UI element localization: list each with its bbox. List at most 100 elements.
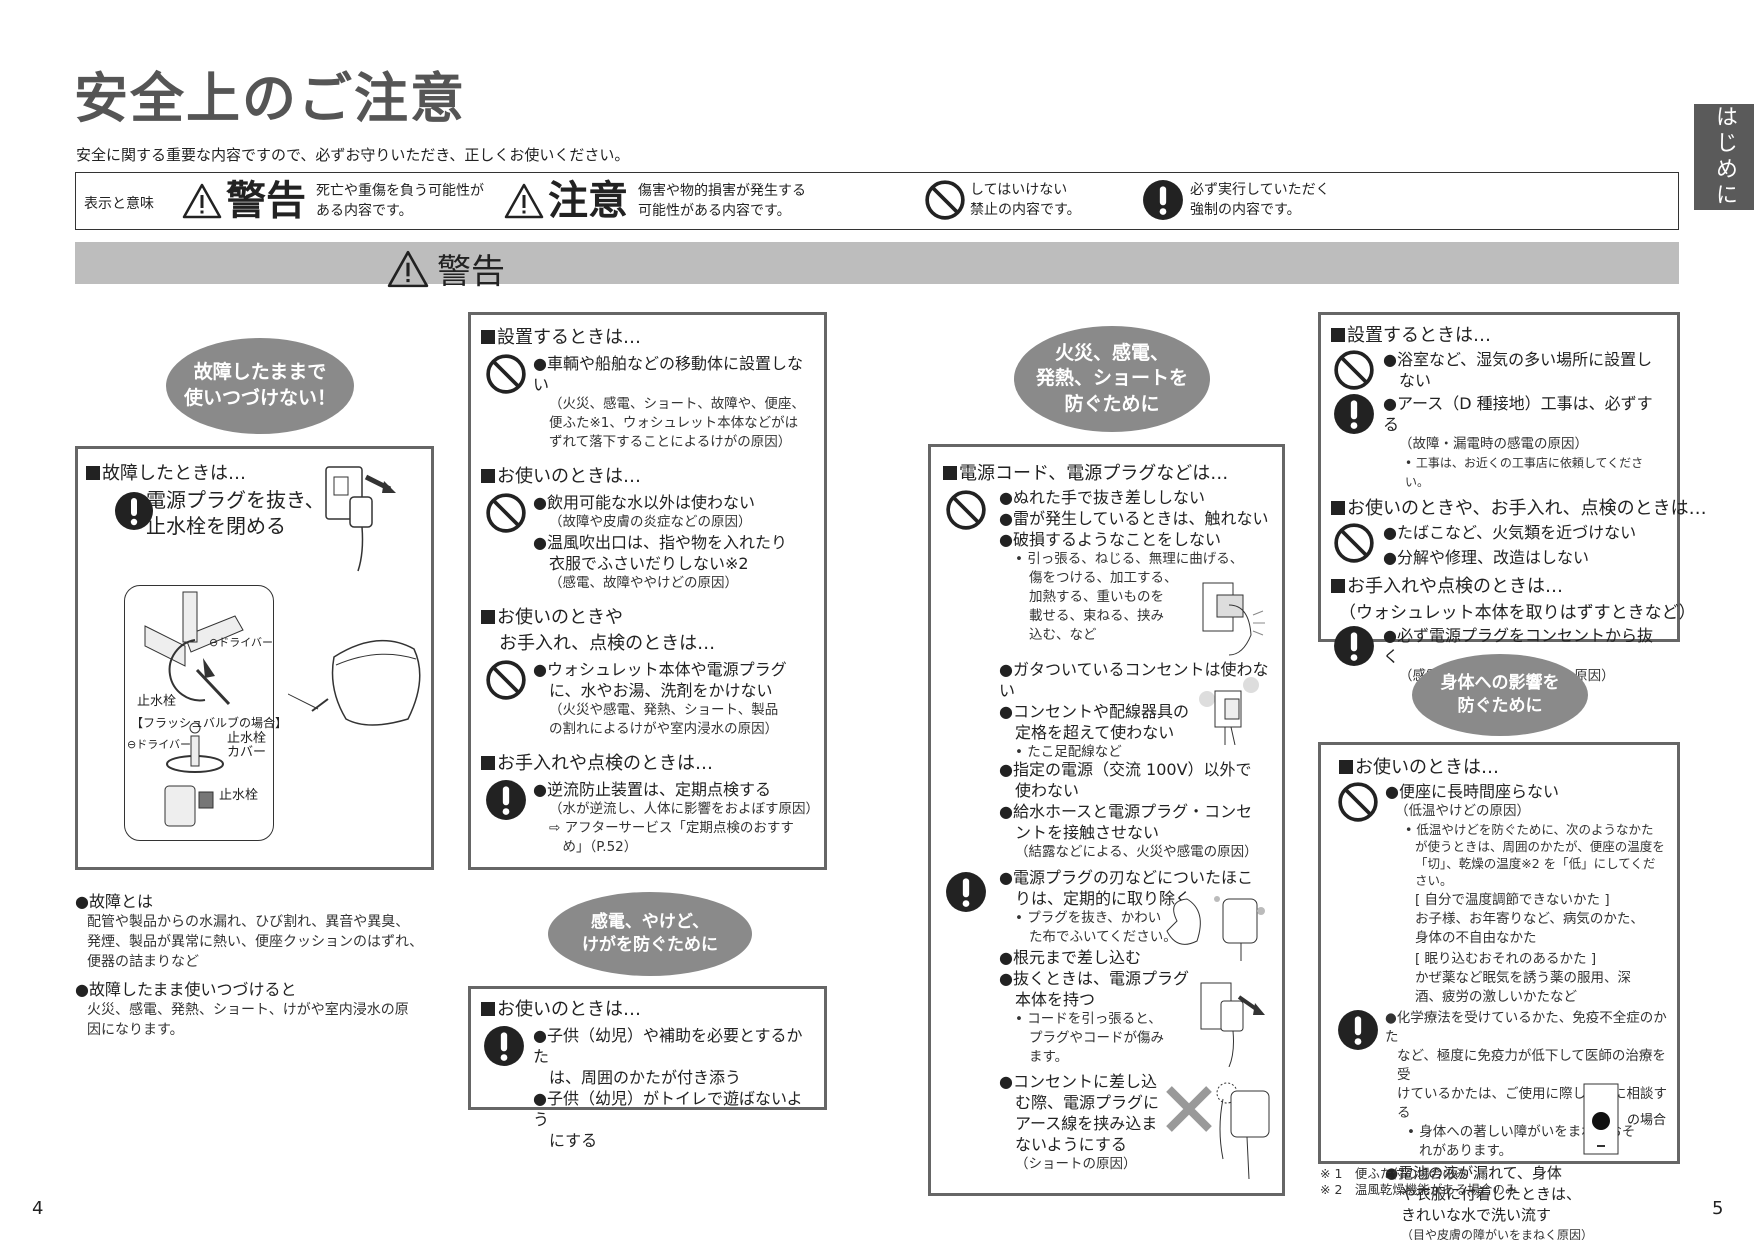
item-sub: • 工事は、お近くの工事店に依頼してください。 [1405, 456, 1644, 489]
item-sub: 身体の不自由なかた [1415, 930, 1537, 946]
item-sub: 載せる、束ねる、挟み [1029, 608, 1164, 624]
side-tab[interactable]: はじめに [1694, 104, 1754, 210]
oval-line: 身体への影響を [1440, 673, 1560, 694]
item-sub: • プラグを抜き、かわい [1015, 910, 1162, 926]
label-valve: 止水栓 [137, 694, 177, 709]
panel-body-usage: お使いのときは… ●便座に長時間座らない （低温やけどの原因） • 低温やけどを… [1318, 742, 1680, 1240]
warning-band: 警告 [75, 242, 1679, 292]
legend-warning-desc1: 死亡や重傷を負う可能性が [316, 183, 484, 199]
instruction-line: 止水栓を閉める [146, 514, 286, 538]
mandatory-icon [481, 779, 533, 857]
label-valve: 止水栓 [219, 788, 259, 803]
oval-body-effects: 身体への影響を防ぐために [1412, 654, 1588, 736]
footnotes: ※ 1 便ふた付の場合のみ ※ 2 温風乾燥機能がある場合のみ [1320, 1166, 1517, 1198]
item-sub: ずれて落下することによるけがの原因） [549, 434, 792, 450]
item-sub: かぜ薬など眠気を誘う薬の服用、深 [1415, 970, 1631, 986]
unplug-illustration [1199, 977, 1269, 1067]
item-text: ●コンセントに差し込 [999, 1072, 1157, 1091]
item-text: ●ぬれた手で抜き差ししない [999, 488, 1205, 507]
item-text: きれいな水で洗い流す [1401, 1206, 1552, 1224]
section-heading: お使いのときや、お手入れ、点検のときは… [1331, 494, 1707, 520]
item-sub: [ 眠り込むおそれのあるかた ] [1415, 951, 1597, 967]
legend-caution: 注意 傷害や物的損害が発生する可能性がある内容です。 [504, 179, 806, 223]
prohibited-icon [945, 489, 987, 531]
warning-band-label: 警告 [437, 252, 505, 292]
item-text: ●電池の液が漏れて、身体 [1385, 1164, 1562, 1182]
item-sub: （火災、感電、ショート、故障や、便座、 [549, 396, 805, 412]
item-sub: （故障・漏電時の感電の原因） [1399, 436, 1588, 452]
footnote: ※ 1 便ふた付の場合のみ [1320, 1166, 1468, 1181]
instruction-line: 電源プラグを抜き、 [146, 488, 325, 512]
item-text: ●子供（幼児）がトイレで遊ばないよう [533, 1089, 803, 1129]
note-title: ●故障したまま使いつづけると [75, 980, 297, 999]
item-text: ●温風吹出口は、指や物を入れたり [533, 533, 787, 552]
mandatory-icon [1142, 179, 1184, 221]
section-heading: 設置するときは… [1331, 321, 1667, 347]
page-number-left: 4 [32, 1198, 44, 1219]
oval-line: 故障したままで [193, 361, 327, 384]
item-sub: め」（P.52） [549, 839, 638, 855]
panel-installation-maintenance: 設置するときは… ●浴室など、湿気の多い場所に設置し ない ●アース（D 種接地… [1318, 312, 1707, 684]
legend-prohibited-desc2: 禁止の内容です。 [970, 202, 1081, 218]
prohibited-icon [1331, 522, 1383, 568]
oval-malfunction: 故障したままで使いつづけない！ [166, 338, 354, 434]
item-sub: • 引っ張る、ねじる、無理に曲げる、 [1015, 551, 1244, 567]
item-sub: （故障や皮膚の炎症などの原因） [549, 514, 752, 530]
item-text: ●必ず電源プラグをコンセントから抜く [1383, 626, 1653, 666]
item-text: は、周囲のかたが付き添う [549, 1068, 742, 1087]
pull-cord-illustration [1199, 575, 1269, 659]
section-heading: お使いのときは… [481, 995, 814, 1021]
item-text: ないようにする [1015, 1135, 1127, 1154]
valve-illustration: ⊖ドライバー 止水栓 【フラッシュバルブの場合】 ⊖ドライバー 止水栓カバー 止… [124, 585, 287, 841]
item-sub: • 身体への著しい障がいをまねくおそ [1407, 1124, 1636, 1140]
item-text: ない [1399, 371, 1432, 390]
label-flush-case: 【フラッシュバルブの場合】 [131, 716, 288, 730]
item-sub: （結露などによる、火災や感電の原因） [1015, 844, 1258, 860]
item-text: ●車輌や船舶などの移動体に設置しない [533, 354, 803, 394]
item-text: や衣服に付着したときは、 [1401, 1185, 1582, 1203]
item-text: アース線を挟み込ま [1015, 1114, 1158, 1133]
oval-line: 防ぐために [1457, 696, 1543, 716]
item-sub: （低温やけどの原因） [1395, 803, 1530, 819]
legend-warning: 警告 死亡や重傷を負う可能性がある内容です。 [182, 179, 484, 223]
item-text: ●便座に長時間座らない [1385, 782, 1559, 801]
item-text: ントを接触させない [1015, 823, 1160, 842]
mandatory-icon [481, 1025, 533, 1151]
oval-electric-shock: 感電、やけど、けがを防ぐために [548, 892, 752, 976]
section-heading: 故障したときは… [86, 459, 246, 485]
label-driver: ⊖ドライバー [209, 636, 273, 649]
aftercare-link[interactable]: ⇨ アフターサービス「定期点検のおすす [549, 820, 794, 836]
item-text: けているかたは、ご使用に際し医師に相談する [1397, 1086, 1667, 1121]
item-sub: （水が逆流し、人体に影響をおよぼす原因） [549, 801, 819, 817]
warning-triangle-icon [387, 250, 429, 288]
plug-dust-illustration [1147, 891, 1267, 961]
panel-children: お使いのときは… ●子供（幼児）や補助を必要とするかた は、周囲のかたが付き添う… [468, 986, 827, 1150]
item-sub: 酒、疲労の激しいかたなど [1415, 989, 1577, 1005]
item-text: ●雷が発生しているときは、触れない [999, 509, 1269, 528]
item-text: ●分解や修理、改造はしない [1383, 548, 1589, 567]
item-sub: プラグやコードが傷み [1029, 1030, 1164, 1046]
oval-line: 防ぐために [1064, 392, 1160, 415]
malfunction-notes: ●故障とは 配管や製品からの水漏れ、ひび割れ、異音や異臭、 発煙、製品が異常に熱… [75, 888, 445, 1040]
warning-triangle-icon [504, 183, 544, 219]
item-text: 本体を持つ [1015, 990, 1096, 1009]
page-title: 安全上のご注意 [74, 67, 466, 130]
note-body: 配管や製品からの水漏れ、ひび割れ、異音や異臭、 発煙、製品が異常に熱い、便座クッ… [87, 914, 424, 970]
note-body: 火災、感電、発熱、ショート、けがや室内浸水の原 因になります。 [87, 1002, 409, 1038]
mandatory-icon [1331, 1009, 1385, 1240]
legend-mandatory-desc1: 必ず実行していただく [1190, 182, 1330, 198]
item-sub: が使うときは、周囲のかたが、便座の温度を [1415, 839, 1665, 854]
section-heading: お手入れや点検のときは… [481, 749, 814, 775]
item-sub: ます。 [1029, 1049, 1069, 1065]
legend-mandatory: 必ず実行していただく強制の内容です。 [1142, 179, 1330, 221]
item-sub: の割れによるけがや室内浸水の原因） [549, 721, 779, 737]
item-sub: • 低温やけどを防ぐために、次のようなかた [1405, 822, 1654, 837]
item-text: ●給水ホースと電源プラグ・コンセ [999, 802, 1253, 821]
section-heading: お手入れや点検のときは… [1331, 572, 1667, 598]
prohibited-icon [481, 492, 533, 593]
earth-wire-illustration [1163, 1079, 1283, 1179]
section-heading: 電源コード、電源プラグなどは… [943, 459, 1228, 485]
item-sub: れがあります。 [1419, 1143, 1513, 1159]
remote-case-label: の場合 [1627, 1113, 1667, 1128]
footnote: ※ 2 温風乾燥機能がある場合のみ [1320, 1182, 1518, 1197]
